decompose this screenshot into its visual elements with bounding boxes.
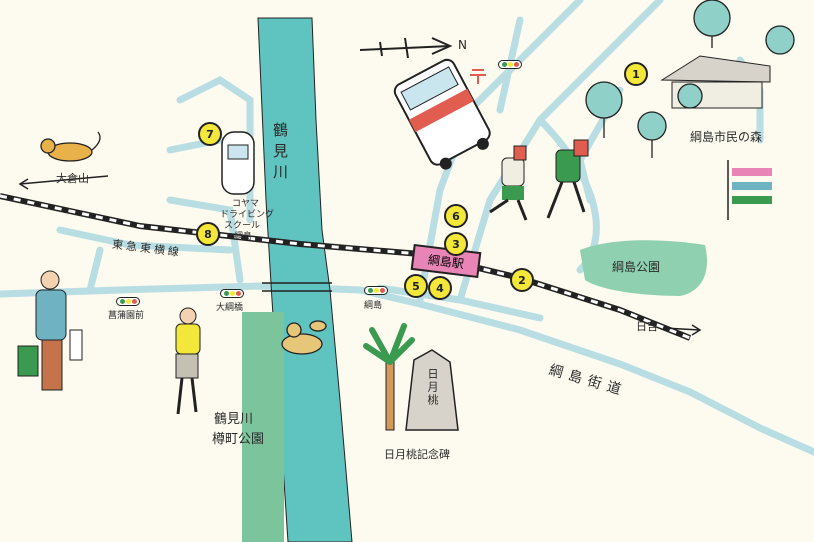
carp-streamer-icon [727, 160, 772, 220]
bashiura-label: 菖蒲園前 [108, 311, 145, 321]
okurayama-label: 大倉山 [56, 172, 89, 185]
marker-3[interactable]: 3 [444, 232, 468, 256]
tarumachi-park [242, 312, 284, 542]
river-label: 鶴見川 [271, 122, 289, 185]
shopper-icon [17, 270, 83, 391]
otsunabashi-label: 大綱橋 [216, 303, 244, 313]
marker-6[interactable]: 6 [444, 204, 468, 228]
traffic-signal-icon [498, 60, 522, 69]
north-label: N [458, 38, 467, 52]
park-name-label-1: 鶴見川 [214, 412, 254, 427]
post-office-icon [470, 69, 486, 84]
bus-icon [393, 58, 491, 170]
traffic-signal-icon [220, 289, 244, 298]
stone-text: 日月桃 [426, 368, 439, 407]
duck-icon [281, 320, 327, 355]
road-west-4 [56, 226, 234, 254]
hiyoshi-label: 日吉 [636, 320, 658, 333]
road-main-ew [0, 282, 814, 456]
runner-icon [175, 307, 201, 415]
driving-school-label-3: スクール [224, 221, 261, 231]
driving-school-label-2: ドライビング [220, 210, 275, 220]
tsunashima-park-label: 綱島公園 [612, 260, 661, 274]
car-icon [221, 131, 255, 195]
driving-school-label-4: 綱島 [234, 232, 253, 242]
marker-5[interactable]: 5 [404, 274, 428, 298]
tsunashima-small-label: 綱島 [364, 301, 383, 311]
road-west-3 [166, 196, 244, 284]
marker-2[interactable]: 2 [510, 268, 534, 292]
forest-label: 綱島市民の森 [690, 130, 763, 144]
cat-icon [40, 131, 101, 162]
hikers-icon [489, 139, 589, 221]
marker-8[interactable]: 8 [196, 222, 220, 246]
park-name-label-2: 樽町公園 [212, 432, 265, 447]
marker-1[interactable]: 1 [624, 62, 648, 86]
marker-7[interactable]: 7 [198, 122, 222, 146]
road-west-5 [86, 246, 104, 294]
marker-4[interactable]: 4 [428, 276, 452, 300]
tsunashima-park [580, 240, 708, 296]
traffic-signal-icon [116, 297, 140, 306]
traffic-signal-icon [364, 286, 388, 295]
palm-tree-icon [363, 323, 415, 431]
driving-school-label-1: コヤマ [232, 199, 260, 209]
tree-icon [585, 0, 795, 158]
north-arrow-icon [359, 37, 453, 59]
monument-label: 日月桃記念碑 [384, 448, 450, 461]
arrow-okurayama-icon [18, 175, 109, 190]
stone-monument-icon [405, 349, 459, 431]
arrow-hiyoshi-icon [663, 324, 702, 336]
